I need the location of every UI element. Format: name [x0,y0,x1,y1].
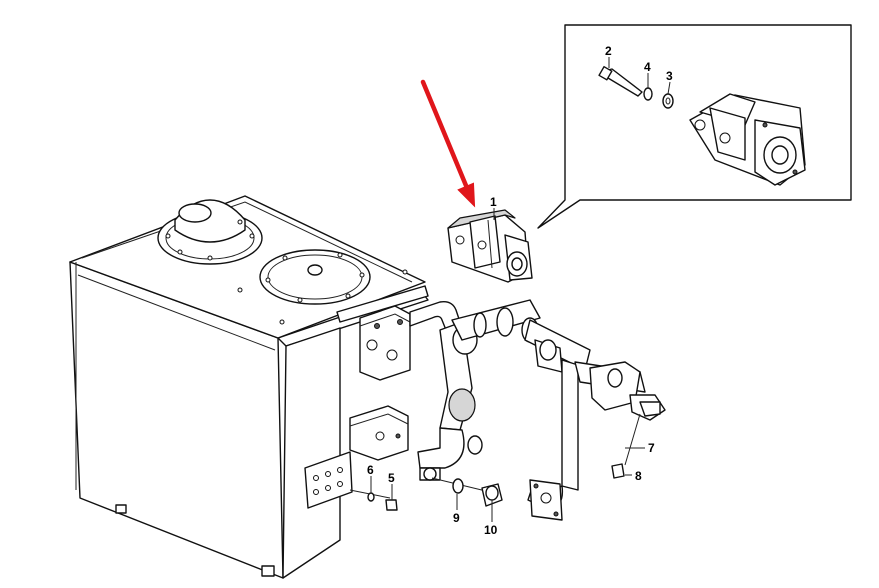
callout-4: 4 [644,60,651,74]
callout-5: 5 [388,471,395,485]
callout-labels: 1 2 4 3 6 5 7 8 9 10 [367,44,673,537]
suction-piping [409,299,666,521]
hydraulic-pump [447,209,533,283]
callout-7: 7 [648,441,655,455]
hydraulic-tank [69,195,429,579]
callout-10: 10 [484,523,498,537]
pointer-arrow [420,79,476,208]
callout-6: 6 [367,463,374,477]
callout-8: 8 [635,469,642,483]
exploded-detail-view [537,24,852,229]
callout-1: 1 [490,195,497,209]
callout-9: 9 [453,511,460,525]
small-parts [349,413,641,511]
callout-3: 3 [666,69,673,83]
leader-lines [370,57,671,522]
callout-2: 2 [605,44,612,58]
